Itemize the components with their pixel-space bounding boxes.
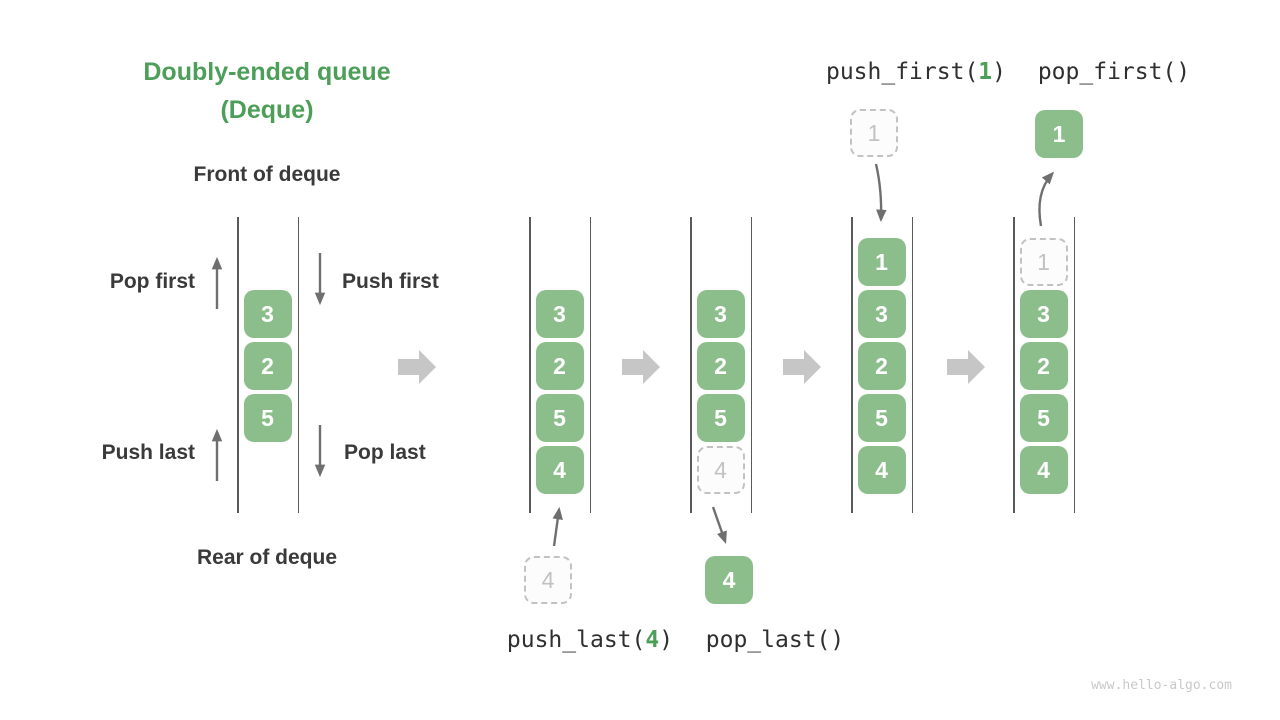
pop-last-result-value: 4 bbox=[705, 556, 753, 604]
watermark: www.hello-algo.com bbox=[1091, 678, 1232, 693]
deque-wall-left bbox=[237, 217, 239, 513]
page-subtitle: (Deque) bbox=[220, 96, 314, 124]
deque-wall-right bbox=[1073, 217, 1075, 513]
pop-last-call-label: pop_last() bbox=[705, 627, 845, 653]
deque-cell: 3 bbox=[535, 290, 584, 338]
deque-cell: 2 bbox=[535, 342, 584, 390]
deque-cell: 5 bbox=[535, 394, 584, 442]
push-last-call-label: push_last(4) bbox=[460, 627, 720, 654]
deque-cell: 4 bbox=[857, 446, 906, 494]
push-last-incoming-value: 4 bbox=[524, 556, 572, 604]
deque-initial: 3 2 5 bbox=[237, 217, 299, 513]
deque-cell: 2 bbox=[857, 342, 906, 390]
deque-cell: 3 bbox=[857, 290, 906, 338]
deque-wall-right bbox=[589, 217, 591, 513]
deque-after-push-last: 3 2 5 4 bbox=[529, 217, 591, 513]
push-first-connector-arrow-icon bbox=[874, 163, 887, 223]
push-last-direction-label: Push last bbox=[101, 441, 195, 464]
push-first-call-label: push_first(1) bbox=[786, 59, 1046, 86]
push-last-call-arg: 4 bbox=[645, 627, 660, 653]
deque-cell: 5 bbox=[857, 394, 906, 442]
deque-cell: 2 bbox=[696, 342, 745, 390]
deque-wall-left bbox=[1013, 217, 1015, 513]
deque-cell: 5 bbox=[696, 394, 745, 442]
deque-wall-right bbox=[750, 217, 752, 513]
deque-wall-left bbox=[690, 217, 692, 513]
deque-wall-right bbox=[911, 217, 913, 513]
rear-of-deque-label: Rear of deque bbox=[196, 546, 338, 569]
front-of-deque-label: Front of deque bbox=[193, 163, 341, 186]
push-last-call-suffix: ) bbox=[659, 627, 674, 653]
deque-cell: 5 bbox=[1019, 394, 1068, 442]
deque-during-pop-last: 3 2 5 4 bbox=[690, 217, 752, 513]
flow-arrow-icon bbox=[398, 350, 436, 384]
deque-cell: 5 bbox=[243, 394, 292, 442]
deque-cell: 1 bbox=[857, 238, 906, 286]
deque-wall-left bbox=[529, 217, 531, 513]
deque-cell: 3 bbox=[696, 290, 745, 338]
deque-cell-ghost: 1 bbox=[1019, 238, 1068, 286]
deque-wall-left bbox=[851, 217, 853, 513]
deque-cell: 3 bbox=[243, 290, 292, 338]
push-first-call-prefix: push_first( bbox=[825, 59, 979, 85]
flow-arrow-icon bbox=[622, 350, 660, 384]
deque-cell: 3 bbox=[1019, 290, 1068, 338]
pop-first-result-value: 1 bbox=[1035, 110, 1083, 158]
push-last-connector-arrow-icon bbox=[552, 506, 563, 547]
deque-after-push-first: 1 3 2 5 4 bbox=[851, 217, 913, 513]
deque-wall-right bbox=[297, 217, 299, 513]
pop-last-direction-label: Pop last bbox=[344, 441, 426, 464]
deque-cell: 4 bbox=[535, 446, 584, 494]
deque-cell: 2 bbox=[243, 342, 292, 390]
pop-first-call-label: pop_first() bbox=[1037, 59, 1191, 85]
deque-cell-ghost: 4 bbox=[696, 446, 745, 494]
push-first-incoming-value: 1 bbox=[850, 109, 898, 157]
push-first-call-suffix: ) bbox=[992, 59, 1007, 85]
flow-arrow-icon bbox=[947, 350, 985, 384]
page-title: Doubly-ended queue bbox=[143, 58, 391, 86]
deque-cell: 2 bbox=[1019, 342, 1068, 390]
flow-arrow-icon bbox=[783, 350, 821, 384]
push-last-call-prefix: push_last( bbox=[506, 627, 646, 653]
push-first-direction-label: Push first bbox=[342, 270, 439, 293]
deque-during-pop-first: 1 3 2 5 4 bbox=[1013, 217, 1075, 513]
push-first-call-arg: 1 bbox=[978, 59, 993, 85]
deque-cell: 4 bbox=[1019, 446, 1068, 494]
pop-first-direction-label: Pop first bbox=[109, 270, 195, 293]
